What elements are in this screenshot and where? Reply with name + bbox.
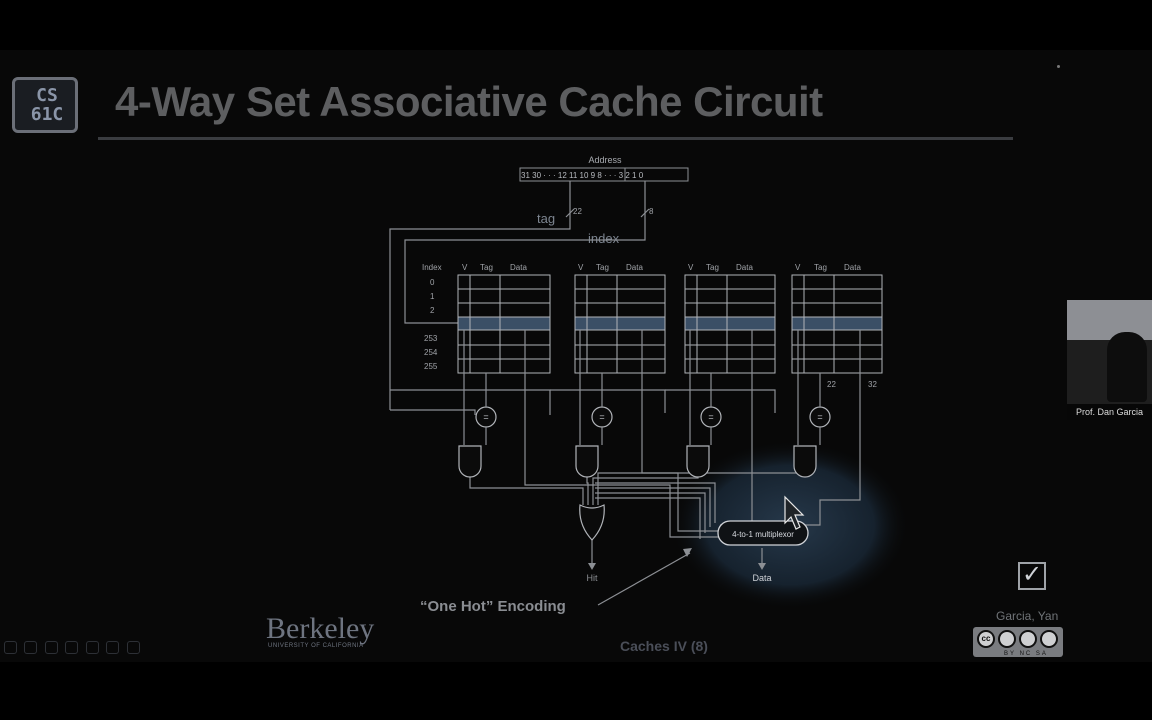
webcam-background: [1067, 300, 1152, 340]
tag-label: tag: [537, 211, 555, 226]
col-data-2: Data: [736, 263, 753, 272]
next-slide-icon[interactable]: [126, 641, 140, 654]
and-gate-0: [458, 445, 482, 478]
address-label: Address: [588, 155, 622, 165]
col-tag-3: Tag: [814, 263, 827, 272]
and-gate-2: [686, 445, 710, 478]
bus-32-label: 32: [868, 380, 877, 389]
slides-grid-icon[interactable]: [65, 641, 79, 654]
index-row-1: 1: [430, 292, 435, 301]
col-v-2: V: [688, 263, 694, 272]
index-row-2: 2: [430, 306, 435, 315]
col-v-3: V: [795, 263, 801, 272]
data-output-label: Data: [752, 573, 771, 583]
or-gate-hit: [579, 504, 605, 541]
slide-controls[interactable]: [4, 641, 143, 659]
tag-width: 22: [573, 207, 582, 216]
way-0: Index 0 1 2 253 254 255 V Tag Data: [422, 263, 551, 374]
hit-output-label: Hit: [587, 573, 598, 583]
col-data-1: Data: [626, 263, 643, 272]
berkeley-logo: Berkeley: [266, 612, 375, 645]
prev-slide-icon[interactable]: [4, 641, 17, 654]
address-bits: 31 30 · · · 12 11 10 9 8 · · · 3 2 1 0: [521, 171, 644, 180]
col-v-0: V: [462, 263, 468, 272]
mux-label: 4-to-1 multiplexor: [732, 530, 794, 539]
highlight-row-0: [458, 317, 550, 330]
bus-22-label: 22: [827, 380, 836, 389]
highlight-row-2: [685, 317, 775, 330]
cc-by-icon: [998, 630, 1016, 648]
cc-circle-icon: cc: [977, 630, 995, 648]
and-gate-3: [793, 445, 817, 478]
creative-commons-icon: cc: [973, 627, 1063, 657]
way-1: V Tag Data: [574, 263, 666, 374]
index-label: index: [588, 231, 620, 246]
highlight-row-1: [575, 317, 665, 330]
title-underline: [98, 137, 1013, 140]
mouse-pointer-icon: [784, 495, 805, 530]
presenter-silhouette: [1107, 332, 1147, 402]
col-v-1: V: [578, 263, 584, 272]
slide-canvas: [0, 50, 1152, 662]
slide-title: 4-Way Set Associative Cache Circuit: [115, 78, 823, 125]
berkeley-logo-sub: UNIVERSITY OF CALIFORNIA: [268, 643, 364, 649]
cs61c-chip-logo: CS 61C: [12, 77, 78, 133]
slide-footer: Caches IV (8): [620, 638, 708, 654]
comparator-sign-1: =: [599, 412, 604, 422]
index-row-253: 253: [424, 334, 438, 343]
index-width: 8: [649, 207, 654, 216]
comparator-sign-0: =: [483, 412, 488, 422]
col-data-0: Data: [510, 263, 527, 272]
cc-sa-icon: [1040, 630, 1058, 648]
col-tag-2: Tag: [706, 263, 719, 272]
logo-line2: 61C: [30, 104, 64, 125]
checkbox-checked-icon: ✓: [1018, 562, 1046, 590]
cache-circuit-diagram: Address 31 30 · · · 12 11 10 9 8 · · · 3…: [389, 155, 910, 615]
highlighter-icon[interactable]: [44, 641, 58, 654]
cc-nc-icon: [1019, 630, 1037, 648]
address-register: [519, 167, 689, 182]
four-to-one-mux: [717, 520, 809, 546]
comparator-sign-2: =: [708, 412, 713, 422]
author-credit: Garcia, Yan: [996, 609, 1059, 623]
more-options-icon[interactable]: [106, 641, 120, 654]
pen-tool-icon[interactable]: [24, 641, 38, 654]
comparator-sign-3: =: [817, 412, 822, 422]
logo-line1: CS: [36, 85, 58, 106]
presenter-webcam: Prof. Dan Garcia: [1067, 300, 1152, 420]
one-hot-annotation: “One Hot” Encoding: [420, 598, 566, 615]
index-header: Index: [422, 263, 442, 272]
col-tag-0: Tag: [480, 263, 493, 272]
index-row-255: 255: [424, 362, 438, 371]
highlight-row-3: [792, 317, 882, 330]
webcam-name-label: Prof. Dan Garcia: [1067, 404, 1152, 420]
col-data-3: Data: [844, 263, 861, 272]
col-tag-1: Tag: [596, 263, 609, 272]
cc-terms: BY NC SA: [1004, 651, 1048, 657]
way-3: V Tag Data: [791, 263, 883, 374]
index-row-254: 254: [424, 348, 438, 357]
and-gate-1: [575, 445, 599, 478]
index-row-0: 0: [430, 278, 435, 287]
zoom-icon[interactable]: [85, 641, 99, 654]
stray-dot: [1057, 65, 1060, 68]
way-2: V Tag Data: [684, 263, 776, 374]
